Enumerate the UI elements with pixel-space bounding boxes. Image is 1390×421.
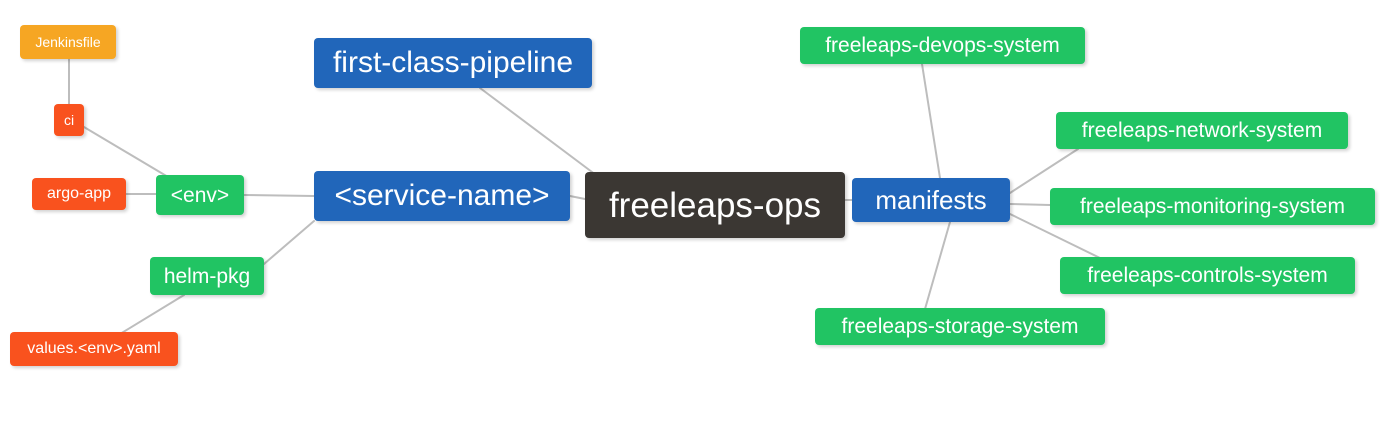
node-freeleaps-ops[interactable]: freeleaps-ops: [585, 172, 845, 238]
node-jenkinsfile[interactable]: Jenkinsfile: [20, 25, 116, 59]
node-argo-app[interactable]: argo-app: [32, 178, 126, 210]
node-label-helm-pkg: helm-pkg: [163, 264, 251, 288]
node-first-class-pipeline[interactable]: first-class-pipeline: [314, 38, 592, 88]
node-ci[interactable]: ci: [54, 104, 84, 136]
edge-service-name-to-freeleaps-ops: [569, 195, 586, 200]
node-label-devops-system: freeleaps-devops-system: [825, 34, 1060, 57]
edge-manifests-to-devops-system: [921, 63, 941, 179]
node-label-manifests: manifests: [875, 185, 987, 215]
node-network-system[interactable]: freeleaps-network-system: [1056, 112, 1348, 149]
node-label-storage-system: freeleaps-storage-system: [841, 315, 1079, 338]
edge-service-name-to-helm-pkg: [263, 220, 315, 265]
node-label-first-class-pipeline: first-class-pipeline: [332, 46, 574, 79]
edge-manifests-to-monitoring-system: [1009, 203, 1051, 206]
node-label-monitoring-system: freeleaps-monitoring-system: [1080, 195, 1345, 218]
node-label-freeleaps-ops: freeleaps-ops: [608, 185, 822, 225]
node-label-ci: ci: [63, 112, 75, 128]
edge-first-class-pipeline-to-freeleaps-ops: [479, 87, 597, 176]
node-label-service-name: <service-name>: [334, 179, 550, 212]
node-helm-pkg[interactable]: helm-pkg: [150, 257, 264, 295]
node-values-yaml[interactable]: values.<env>.yaml: [10, 332, 178, 366]
node-label-env: <env>: [170, 183, 230, 207]
node-storage-system[interactable]: freeleaps-storage-system: [815, 308, 1105, 345]
node-service-name[interactable]: <service-name>: [314, 171, 570, 221]
edge-manifests-to-network-system: [1009, 148, 1079, 194]
node-monitoring-system[interactable]: freeleaps-monitoring-system: [1050, 188, 1375, 225]
edge-env-to-service-name: [243, 194, 315, 197]
node-controls-system[interactable]: freeleaps-controls-system: [1060, 257, 1355, 294]
node-env[interactable]: <env>: [156, 175, 244, 215]
node-label-argo-app: argo-app: [46, 185, 112, 202]
edge-manifests-to-storage-system: [924, 221, 951, 310]
node-manifests[interactable]: manifests: [852, 178, 1010, 222]
node-label-network-system: freeleaps-network-system: [1081, 119, 1323, 142]
node-devops-system[interactable]: freeleaps-devops-system: [800, 27, 1085, 64]
edge-helm-pkg-to-values-yaml: [119, 294, 185, 335]
node-label-controls-system: freeleaps-controls-system: [1087, 264, 1328, 287]
node-label-jenkinsfile: Jenkinsfile: [35, 34, 101, 50]
node-label-values-yaml: values.<env>.yaml: [27, 340, 161, 357]
